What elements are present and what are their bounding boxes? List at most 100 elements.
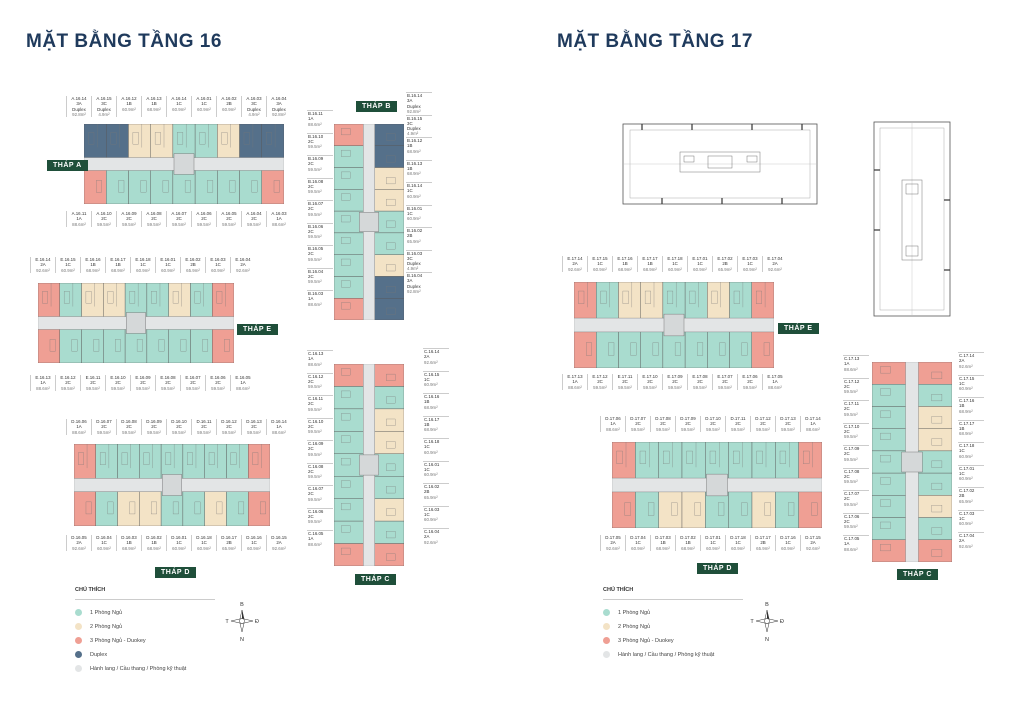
apartment-unit (684, 331, 708, 368)
floor16-title: MẶT BẰNG TẦNG 16 (26, 31, 222, 52)
legend-item: Hành lang / Cầu thang / Phòng kỹ thuật (75, 662, 215, 676)
apartment-unit (150, 124, 174, 158)
legend-swatch (75, 651, 82, 658)
apartment-unit (374, 298, 404, 320)
compass-south-label: N (765, 637, 769, 642)
apartment-unit (84, 170, 107, 204)
apartment-unit (172, 170, 196, 204)
tower-a-outline (622, 123, 818, 205)
legend-item: 3 Phòng Ngủ - Duokey (75, 634, 215, 648)
apartment-unit (596, 282, 619, 319)
apartment-unit (103, 329, 126, 363)
apartment-unit (59, 329, 82, 363)
apartment-unit (374, 498, 404, 522)
apartment-unit (212, 283, 234, 317)
apartment-unit (226, 491, 249, 526)
apartment-unit (190, 329, 213, 363)
legend-swatch (603, 637, 610, 644)
legend-label: Hành lang / Cầu thang / Phòng kỹ thuật (90, 665, 187, 672)
apartment-unit (84, 124, 107, 158)
apartment-unit (374, 210, 404, 234)
apartment-unit (612, 491, 636, 528)
apartment-unit (374, 453, 404, 477)
legend-swatch (75, 637, 82, 644)
apartment-unit (918, 517, 952, 540)
legend-item: Duplex (75, 648, 215, 662)
apartment-unit (374, 543, 404, 566)
apartment-unit (117, 444, 140, 479)
apartment-unit (707, 282, 730, 319)
legend-label: 1 Phòng Ngủ (618, 609, 651, 616)
apartment-unit (635, 491, 659, 528)
apartment-unit (168, 283, 191, 317)
apartment-unit (248, 491, 270, 526)
apartment-unit (729, 282, 752, 319)
apartment-unit (662, 331, 686, 368)
legend-label: 1 Phòng Ngủ (90, 609, 123, 616)
legend-item: Hành lang / Cầu thang / Phòng kỹ thuật (603, 648, 743, 662)
apartment-unit (640, 282, 664, 319)
apartment-unit (374, 386, 404, 410)
apartment-unit (918, 539, 952, 562)
apartment-unit (705, 491, 729, 528)
apartment-unit (194, 124, 218, 158)
apartment-unit (574, 331, 597, 368)
apartment-unit (182, 491, 205, 526)
apartment-unit (374, 364, 404, 387)
apartment-unit (374, 476, 404, 499)
tower-b-tag: THÁP B (356, 101, 397, 112)
